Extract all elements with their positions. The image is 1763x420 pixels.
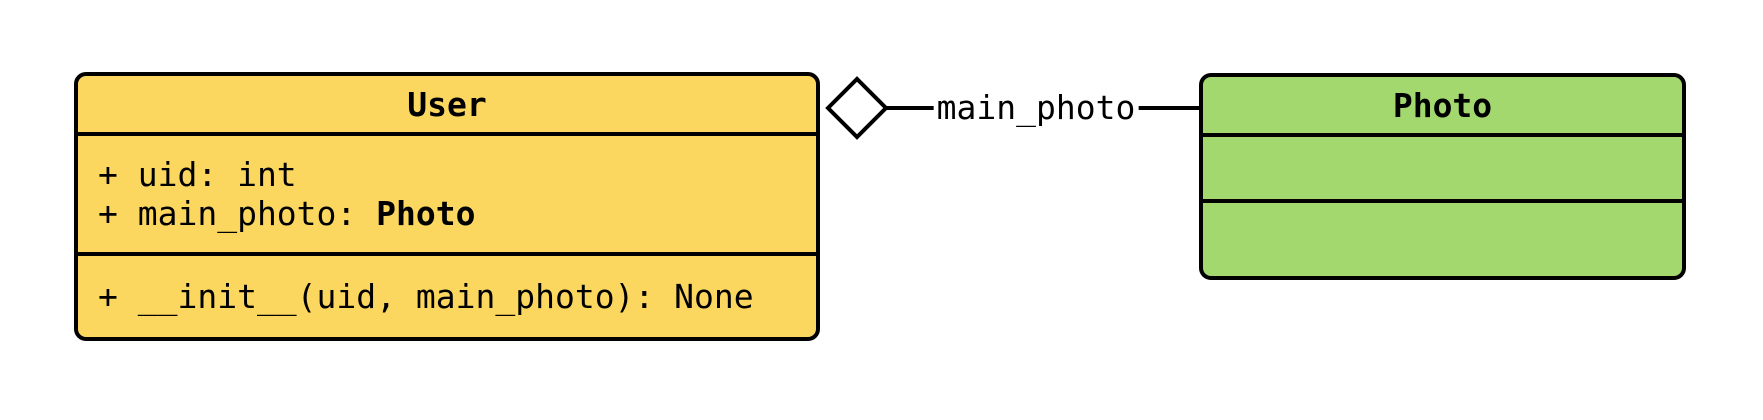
class-box-photo: Photo xyxy=(1199,73,1686,280)
class-title-user: User xyxy=(78,76,816,136)
method-text: + __init__(uid, main_photo): None xyxy=(98,277,754,316)
class-box-user: User + uid: int + main_photo: Photo + __… xyxy=(74,72,820,341)
aggregation-diamond-icon xyxy=(825,76,889,140)
class-attributes-user: + uid: int + main_photo: Photo xyxy=(78,136,816,256)
attribute-row: + uid: int xyxy=(98,155,796,194)
class-methods-user: + __init__(uid, main_photo): None xyxy=(78,256,816,337)
attribute-row: + main_photo: Photo xyxy=(98,194,796,233)
class-title-photo: Photo xyxy=(1203,77,1682,137)
attribute-text: + uid: int xyxy=(98,155,297,194)
attribute-type-bold: Photo xyxy=(376,194,476,233)
attribute-text: + main_photo: xyxy=(98,194,377,233)
class-attributes-photo xyxy=(1203,137,1682,203)
class-methods-photo xyxy=(1203,203,1682,276)
method-row: + __init__(uid, main_photo): None xyxy=(98,277,796,316)
relationship-label: main_photo xyxy=(933,89,1139,127)
